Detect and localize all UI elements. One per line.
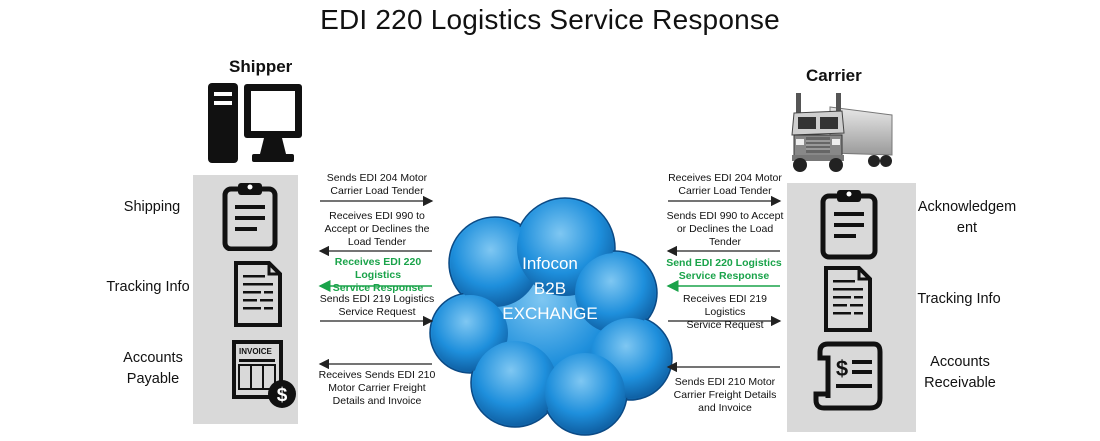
msg-send-210-carrier: Sends EDI 210 Motor Carrier Freight Deta… [673,376,777,414]
msg-receive-219-carrier: Receives EDI 219 Logistics Service Reque… [682,293,768,331]
computer-icon [208,83,302,163]
clipboard-icon [222,183,278,251]
msg-send-219: Sends EDI 219 Logistics Service Request [319,293,435,318]
msg-receive-204-carrier: Receives EDI 204 Motor Carrier Load Tend… [668,172,782,197]
msg-receive-990: Receives EDI 990 to Accept or Declines t… [324,210,430,248]
msg-send-220-carrier: Send EDI 220 Logistics Service Response [666,257,782,282]
accounts-receivable-label: Accounts Receivable [924,354,996,391]
invoice-text: INVOICE [239,347,273,356]
msg-send-990-carrier: Sends EDI 990 to Accept or Declines the … [666,210,784,248]
svg-text:$: $ [836,356,848,381]
shipping-label: Shipping [123,199,181,215]
exchange-line-2: B2B [533,279,567,298]
truck-icon [791,93,893,172]
cloud-shape [429,197,673,436]
carrier-label: Carrier [806,66,862,85]
document-icon [234,261,282,327]
svg-text:$: $ [277,385,288,406]
carrier-tracking-label: Tracking Info [917,291,1001,307]
invoice-icon: INVOICE $ [232,340,296,408]
diagram-title: EDI 220 Logistics Service Response [320,4,780,35]
carrier-document-icon [824,266,872,332]
exchange-line-1: Infocon [522,254,578,273]
msg-send-204: Sends EDI 204 Motor Carrier Load Tender [326,172,428,197]
msg-receive-210: Receives Sends EDI 210 Motor Carrier Fre… [318,369,436,407]
acknowledgement-label: Acknowledgem ent [917,199,1017,236]
carrier-clipboard-icon [820,190,878,260]
shipper-label: Shipper [229,57,293,76]
msg-receive-220: Receives EDI 220 Logistics Service Respo… [332,256,424,294]
receipt-icon: $ [813,341,883,411]
exchange-line-3: EXCHANGE [502,304,598,323]
accounts-payable-label: Accounts Payable [123,350,183,387]
shipper-tracking-label: Tracking Info [106,279,190,295]
